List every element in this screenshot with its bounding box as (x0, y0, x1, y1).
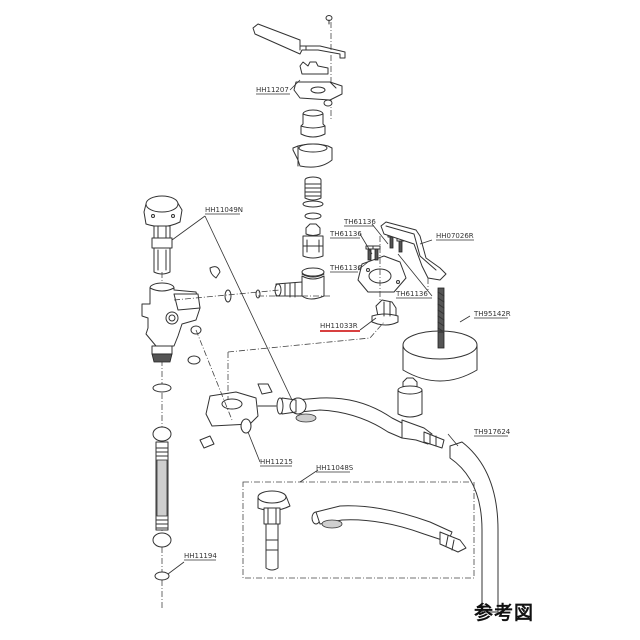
label-hh11049n: HH11049N (205, 206, 243, 215)
long-hose (449, 441, 499, 613)
kit-box (242, 481, 475, 579)
cap-cartridge (143, 195, 183, 275)
label-th61136-b: TH61136 (329, 230, 362, 239)
part-label: TH61136 (395, 290, 428, 298)
part-label: HH11049N (205, 206, 243, 214)
part-label: HH07026R (436, 232, 474, 240)
weight-rod (402, 287, 478, 382)
label-hh11194: HH11194 (184, 552, 217, 561)
label-th917624: TH917624 (473, 428, 511, 437)
label-th61136-a: TH61136 (343, 218, 376, 227)
label-hh07026r: HH07026R (436, 232, 474, 241)
junction-block (199, 383, 277, 449)
bracket-plate (293, 61, 343, 107)
part-label: HH11048S (316, 464, 354, 472)
top-nut (300, 109, 326, 138)
lift-arm (380, 221, 447, 281)
part-label: TH61136 (329, 264, 362, 272)
label-hh11048s: HH11048S (316, 464, 354, 473)
label-th61136-c: TH61136 (329, 264, 362, 273)
cover-sleeve (292, 143, 333, 168)
part-label: HH11194 (184, 552, 217, 560)
part-label: TH95142R (473, 310, 511, 318)
o-ring-upper (304, 212, 322, 220)
elbow-body (274, 267, 325, 300)
label-hh11033r: HH11033R (320, 322, 360, 332)
assembly-lines (173, 278, 429, 421)
check-valve (397, 377, 423, 418)
part-label: HH11215 (260, 458, 293, 466)
label-hh11215: HH11215 (260, 458, 293, 467)
valve-cartridge (302, 223, 324, 259)
supply-hose (276, 397, 445, 449)
label-hh11207: HH11207 (256, 86, 290, 95)
lever-handle (252, 15, 346, 59)
flange-plate (357, 255, 407, 293)
reference-caption: 参考図 (474, 602, 535, 624)
leader-lines (167, 79, 471, 575)
spring-cartridge (302, 176, 324, 208)
side-clips (152, 266, 261, 393)
part-label-highlighted: HH11033R (320, 322, 358, 330)
part-label: HH11207 (256, 86, 289, 94)
valve-body (141, 282, 201, 363)
part-label: TH917624 (473, 428, 511, 436)
bushing (371, 299, 399, 326)
part-label: TH61136 (343, 218, 376, 226)
label-th95142r: TH95142R (473, 310, 511, 319)
part-label: TH61136 (329, 230, 362, 238)
label-th61136-d: TH61136 (395, 290, 432, 299)
flex-hose (152, 426, 172, 581)
